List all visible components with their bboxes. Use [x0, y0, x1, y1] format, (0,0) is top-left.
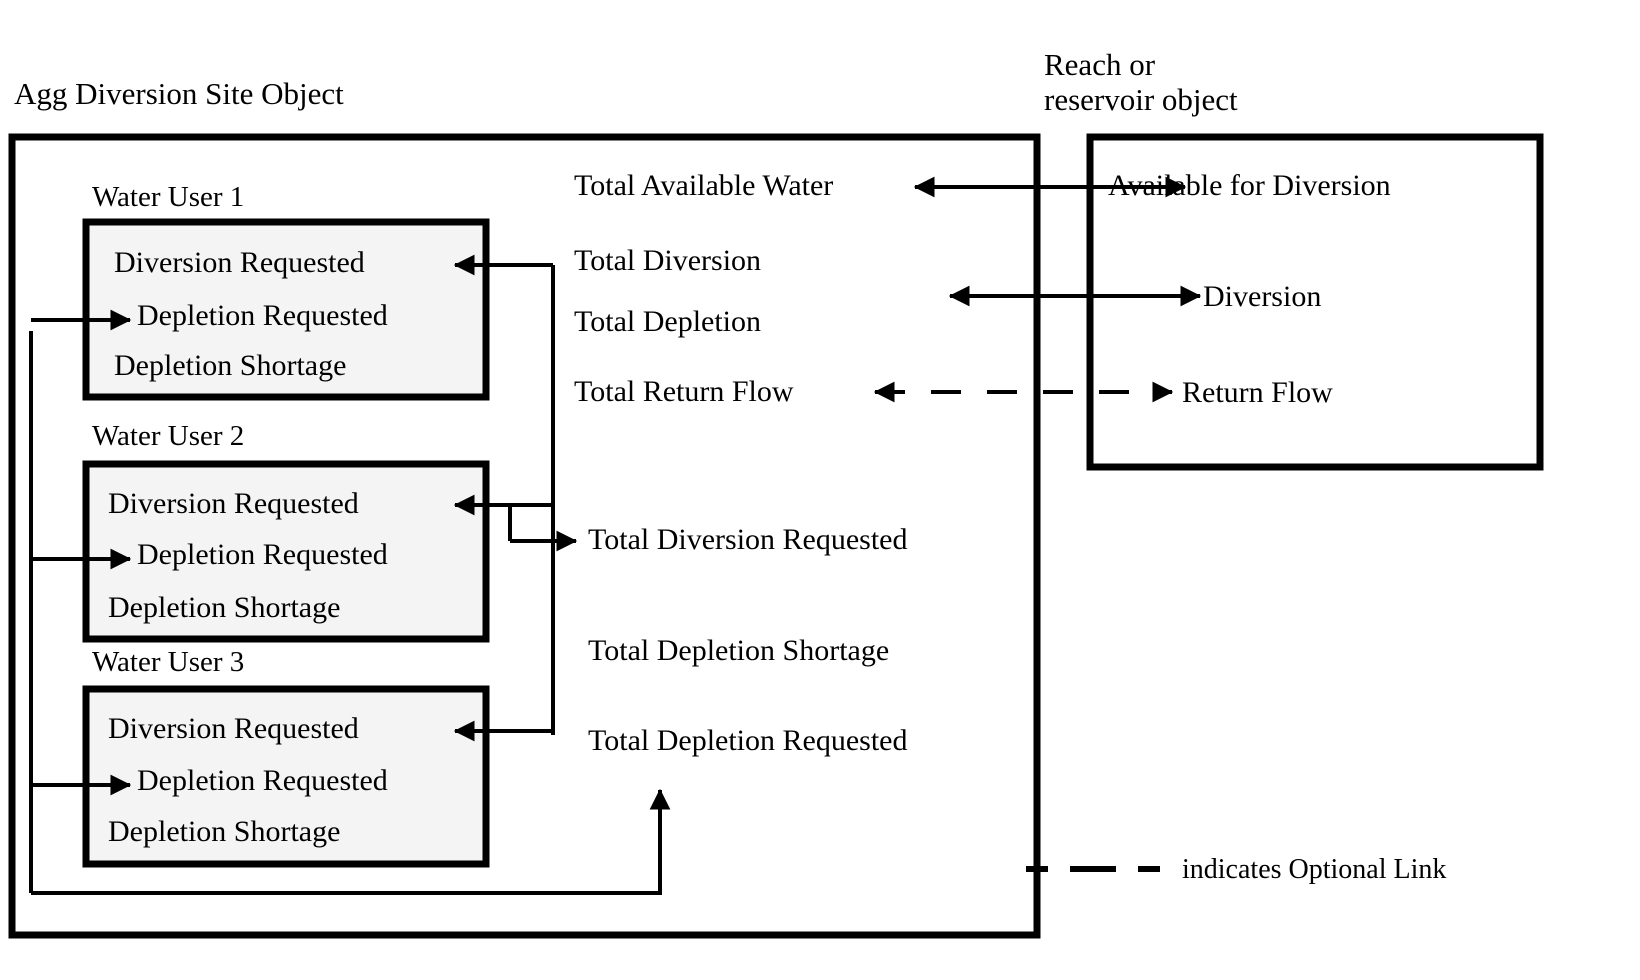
page-title-agg-diversion-site: Agg Diversion Site Object [14, 76, 344, 111]
reach-title-line-1: Reach or [1044, 47, 1156, 82]
return-flow-label: Return Flow [1182, 376, 1333, 409]
wu3-field-depletion-shortage: Depletion Shortage [108, 815, 341, 848]
total-depletion-shortage-label: Total Depletion Shortage [588, 634, 890, 667]
wu1-field-depletion-shortage: Depletion Shortage [114, 349, 347, 382]
reach-title-line-2: reservoir object [1044, 81, 1238, 117]
total-return-flow-label: Total Return Flow [574, 375, 794, 408]
wu1-field-diversion-requested: Diversion Requested [114, 246, 365, 279]
total-depletion-requested-label: Total Depletion Requested [588, 724, 908, 757]
total-depletion-label: Total Depletion [574, 305, 762, 338]
water-user-2-caption: Water User 2 [92, 420, 245, 452]
total-diversion-requested-label: Total Diversion Requested [588, 523, 908, 556]
water-user-3-caption: Water User 3 [92, 646, 245, 678]
total-available-water-label: Total Available Water [574, 169, 834, 202]
wu2-field-diversion-requested: Diversion Requested [108, 487, 359, 520]
wu3-field-depletion-requested: Depletion Requested [137, 764, 388, 797]
wu3-field-diversion-requested: Diversion Requested [108, 712, 359, 745]
wu1-field-depletion-requested: Depletion Requested [137, 299, 388, 332]
total-diversion-label: Total Diversion [574, 244, 762, 277]
available-for-diversion-label: Available for Diversion [1108, 169, 1391, 202]
wu2-field-depletion-requested: Depletion Requested [137, 538, 388, 571]
legend-optional-link-label: indicates Optional Link [1182, 854, 1447, 885]
wu2-field-depletion-shortage: Depletion Shortage [108, 591, 341, 624]
diversion-label: Diversion [1203, 280, 1322, 313]
water-user-1-caption: Water User 1 [92, 181, 245, 213]
page-title-reach-reservoir: Reach or reservoir object [1044, 47, 1238, 117]
